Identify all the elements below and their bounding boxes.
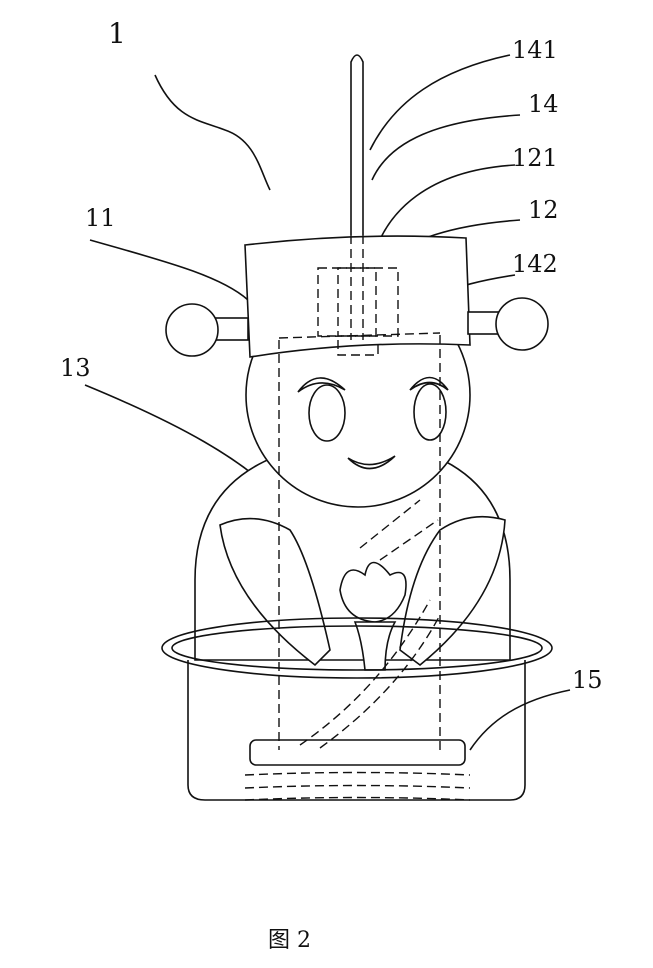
label-15: 15	[572, 666, 603, 694]
hat	[244, 235, 471, 358]
label-1: 1	[108, 17, 126, 50]
label-142: 142	[512, 250, 558, 278]
label-14: 14	[528, 90, 559, 118]
left-eye	[308, 384, 346, 442]
left-arm	[219, 517, 331, 667]
hidden-lines	[278, 235, 441, 750]
mouth	[347, 455, 396, 470]
container	[187, 660, 526, 801]
left-knob-stem	[214, 317, 249, 341]
right-brow	[409, 376, 449, 391]
left-knob	[165, 303, 219, 357]
label-11: 11	[85, 204, 116, 232]
base	[249, 739, 466, 766]
bowl-rim	[161, 617, 553, 679]
label-121: 121	[512, 144, 558, 172]
right-knob	[495, 297, 549, 351]
right-eye	[413, 383, 447, 441]
right-knob-stem	[467, 311, 501, 335]
bowl-rim-inner	[171, 625, 543, 671]
base-rings	[244, 771, 471, 801]
figure-caption: 图 2	[268, 928, 311, 953]
left-brow	[297, 377, 346, 393]
label-13: 13	[60, 354, 91, 382]
label-141: 141	[512, 36, 558, 64]
rod	[350, 54, 364, 235]
label-12: 12	[528, 196, 559, 224]
